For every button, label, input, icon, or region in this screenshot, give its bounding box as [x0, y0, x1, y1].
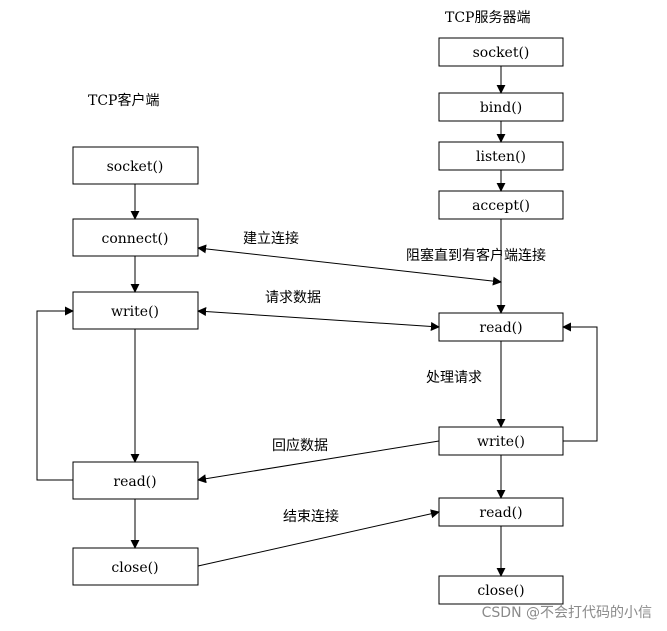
- svg-text:bind(): bind(): [480, 100, 522, 116]
- svg-text:read(): read(): [479, 505, 522, 521]
- close-message-arrow: [197, 509, 440, 567]
- client-read-box: read(): [72, 461, 199, 500]
- svg-text:socket(): socket(): [107, 159, 164, 175]
- server-title: TCP服务器端: [445, 10, 530, 26]
- processing-note: 处理请求: [426, 370, 482, 386]
- response-label: 回应数据: [272, 437, 328, 454]
- server-close-box: close(): [438, 575, 564, 605]
- connect-message-arrow: [197, 244, 502, 286]
- server-bind-box: bind(): [438, 92, 564, 122]
- blocking-note: 阻塞直到有客户端连接: [406, 247, 546, 264]
- server-socket-box: socket(): [438, 37, 564, 67]
- svg-text:write(): write(): [111, 304, 159, 320]
- svg-text:close(): close(): [477, 583, 524, 599]
- server-loop-arrow: [562, 322, 598, 442]
- request-label: 请求数据: [265, 290, 321, 306]
- svg-text:listen(): listen(): [476, 149, 526, 165]
- svg-text:socket(): socket(): [473, 45, 530, 61]
- request-message-arrow: [197, 307, 440, 331]
- svg-text:read(): read(): [479, 320, 522, 336]
- svg-text:accept(): accept(): [472, 198, 530, 214]
- client-connect-box: connect(): [72, 218, 199, 257]
- close-label: 结束连接: [283, 508, 339, 525]
- server-listen-box: listen(): [438, 141, 564, 171]
- svg-text:write(): write(): [477, 434, 525, 450]
- client-loop-arrow: [36, 306, 74, 481]
- server-write-box: write(): [438, 426, 564, 456]
- client-close-box: close(): [72, 547, 199, 586]
- svg-text:connect(): connect(): [102, 231, 169, 247]
- connect-label: 建立连接: [243, 230, 299, 247]
- server-read-final-box: read(): [438, 497, 564, 527]
- response-message-arrow: [197, 440, 440, 484]
- client-socket-box: socket(): [72, 146, 199, 185]
- server-read-box: read(): [438, 312, 564, 342]
- client-write-box: write(): [72, 291, 199, 330]
- server-accept-box: accept(): [438, 190, 564, 220]
- svg-text:read(): read(): [113, 474, 156, 490]
- client-title: TCP客户端: [88, 92, 159, 109]
- svg-text:close(): close(): [111, 560, 158, 576]
- watermark: CSDN @不会打代码的小信: [482, 604, 652, 621]
